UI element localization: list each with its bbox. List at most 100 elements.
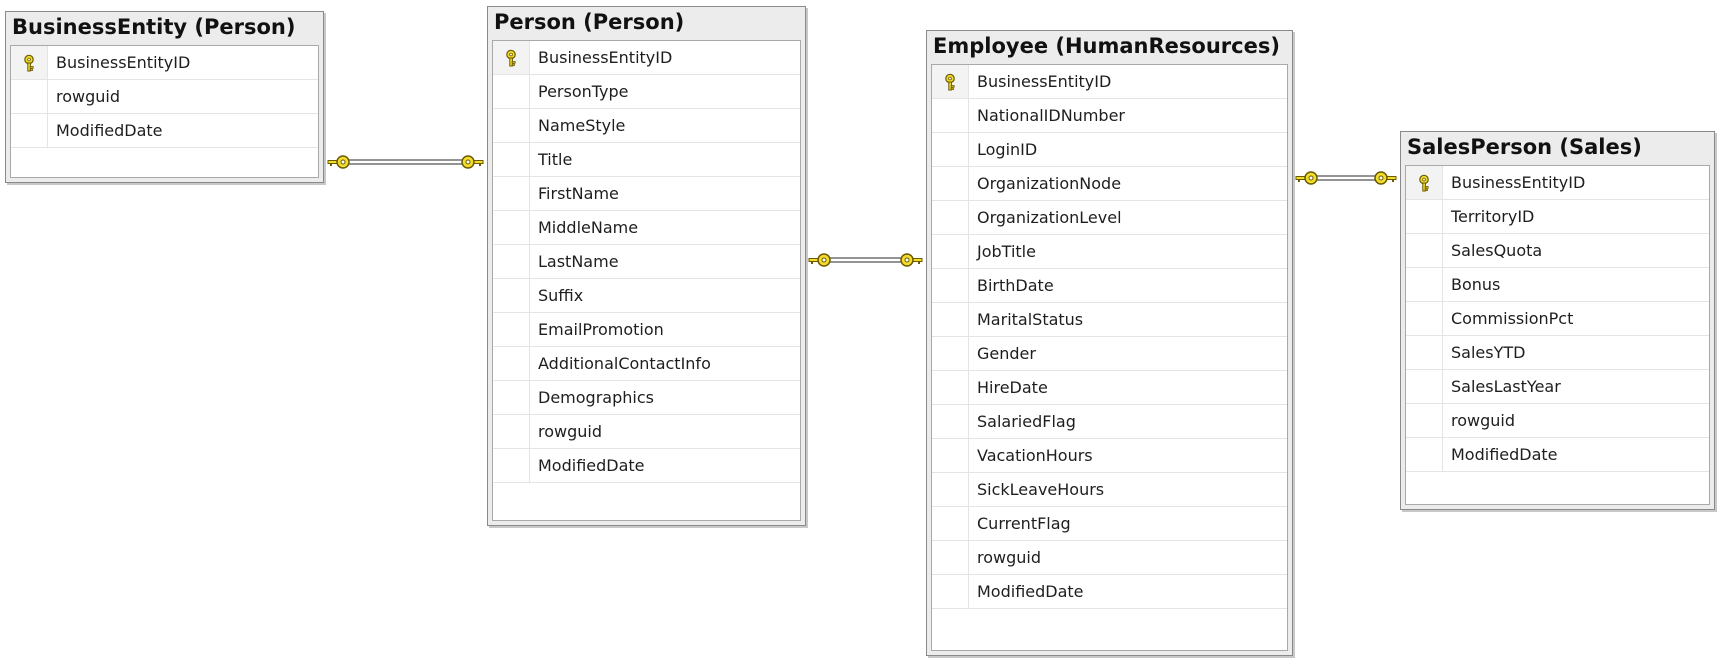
row-selector[interactable] xyxy=(493,245,530,278)
column-row[interactable]: rowguid xyxy=(493,415,800,449)
row-selector[interactable] xyxy=(493,313,530,346)
row-selector[interactable] xyxy=(932,201,969,234)
column-row[interactable]: EmailPromotion xyxy=(493,313,800,347)
column-row[interactable]: Demographics xyxy=(493,381,800,415)
row-selector[interactable] xyxy=(932,167,969,200)
column-row[interactable]: BusinessEntityID xyxy=(493,41,800,75)
row-selector[interactable] xyxy=(493,381,530,414)
row-selector[interactable] xyxy=(493,109,530,142)
column-name: LoginID xyxy=(977,140,1038,159)
column-row[interactable]: HireDate xyxy=(932,371,1287,405)
row-selector[interactable] xyxy=(932,133,969,166)
column-row[interactable]: rowguid xyxy=(11,80,318,114)
table-title[interactable]: Person (Person) xyxy=(494,10,685,34)
column-row[interactable]: LastName xyxy=(493,245,800,279)
column-row[interactable]: TerritoryID xyxy=(1406,200,1709,234)
row-selector[interactable] xyxy=(932,303,969,336)
row-selector[interactable] xyxy=(1406,370,1443,403)
column-row[interactable]: Bonus xyxy=(1406,268,1709,302)
column-row[interactable]: Suffix xyxy=(493,279,800,313)
column-row[interactable]: CommissionPct xyxy=(1406,302,1709,336)
column-row[interactable]: SalariedFlag xyxy=(932,405,1287,439)
column-row[interactable]: LoginID xyxy=(932,133,1287,167)
row-selector[interactable] xyxy=(1406,404,1443,437)
row-selector[interactable] xyxy=(11,46,48,79)
column-row[interactable]: rowguid xyxy=(1406,404,1709,438)
column-row[interactable]: NameStyle xyxy=(493,109,800,143)
relationship-connector[interactable] xyxy=(808,253,923,267)
row-selector[interactable] xyxy=(932,507,969,540)
column-row[interactable]: ModifiedDate xyxy=(932,575,1287,609)
primary-key-icon xyxy=(502,49,520,67)
row-selector[interactable] xyxy=(1406,336,1443,369)
column-row[interactable]: Title xyxy=(493,143,800,177)
column-row[interactable]: VacationHours xyxy=(932,439,1287,473)
row-selector[interactable] xyxy=(932,337,969,370)
row-selector[interactable] xyxy=(932,269,969,302)
column-row[interactable]: SalesQuota xyxy=(1406,234,1709,268)
row-selector[interactable] xyxy=(493,415,530,448)
row-selector[interactable] xyxy=(932,371,969,404)
row-selector[interactable] xyxy=(493,177,530,210)
column-row[interactable]: JobTitle xyxy=(932,235,1287,269)
row-selector[interactable] xyxy=(1406,268,1443,301)
column-row[interactable]: SalesLastYear xyxy=(1406,370,1709,404)
column-row[interactable]: PersonType xyxy=(493,75,800,109)
column-row[interactable]: FirstName xyxy=(493,177,800,211)
row-selector[interactable] xyxy=(932,439,969,472)
relationship-key-icon xyxy=(900,253,923,267)
row-selector[interactable] xyxy=(493,75,530,108)
column-row[interactable]: MaritalStatus xyxy=(932,303,1287,337)
column-row[interactable]: SickLeaveHours xyxy=(932,473,1287,507)
column-row[interactable]: BusinessEntityID xyxy=(11,46,318,80)
row-selector[interactable] xyxy=(1406,234,1443,267)
relationship-key-icon xyxy=(327,155,350,169)
table-employee[interactable]: Employee (HumanResources) BusinessEntity… xyxy=(926,30,1293,656)
column-name: TerritoryID xyxy=(1451,207,1535,226)
column-row[interactable]: ModifiedDate xyxy=(493,449,800,483)
table-sales-person[interactable]: SalesPerson (Sales) BusinessEntityID Terr… xyxy=(1400,131,1715,510)
column-row[interactable]: BusinessEntityID xyxy=(1406,166,1709,200)
column-row[interactable]: BirthDate xyxy=(932,269,1287,303)
row-selector[interactable] xyxy=(1406,302,1443,335)
table-title[interactable]: Employee (HumanResources) xyxy=(933,34,1280,58)
column-name: Suffix xyxy=(538,286,584,305)
row-selector[interactable] xyxy=(493,347,530,380)
row-selector[interactable] xyxy=(1406,166,1443,199)
table-title[interactable]: SalesPerson (Sales) xyxy=(1407,135,1642,159)
row-selector[interactable] xyxy=(493,211,530,244)
row-selector[interactable] xyxy=(493,279,530,312)
row-selector[interactable] xyxy=(932,235,969,268)
row-selector[interactable] xyxy=(1406,200,1443,233)
row-selector[interactable] xyxy=(493,41,530,74)
column-row[interactable]: AdditionalContactInfo xyxy=(493,347,800,381)
row-selector[interactable] xyxy=(493,449,530,482)
column-row[interactable]: Gender xyxy=(932,337,1287,371)
column-row[interactable]: BusinessEntityID xyxy=(932,65,1287,99)
row-selector[interactable] xyxy=(932,473,969,506)
column-row[interactable]: OrganizationNode xyxy=(932,167,1287,201)
table-business-entity[interactable]: BusinessEntity (Person) BusinessEntityID… xyxy=(5,11,324,183)
row-selector[interactable] xyxy=(932,99,969,132)
column-row[interactable]: NationalIDNumber xyxy=(932,99,1287,133)
column-name: Bonus xyxy=(1451,275,1501,294)
table-title[interactable]: BusinessEntity (Person) xyxy=(12,15,296,39)
column-row[interactable]: OrganizationLevel xyxy=(932,201,1287,235)
relationship-connector[interactable] xyxy=(1295,171,1397,185)
row-selector[interactable] xyxy=(11,80,48,113)
column-row[interactable]: MiddleName xyxy=(493,211,800,245)
row-selector[interactable] xyxy=(932,65,969,98)
column-row[interactable]: CurrentFlag xyxy=(932,507,1287,541)
relationship-connector[interactable] xyxy=(327,155,484,169)
row-selector[interactable] xyxy=(1406,438,1443,471)
column-row[interactable]: SalesYTD xyxy=(1406,336,1709,370)
row-selector[interactable] xyxy=(11,114,48,147)
column-row[interactable]: rowguid xyxy=(932,541,1287,575)
row-selector[interactable] xyxy=(932,541,969,574)
row-selector[interactable] xyxy=(493,143,530,176)
row-selector[interactable] xyxy=(932,575,969,608)
column-row[interactable]: ModifiedDate xyxy=(11,114,318,148)
row-selector[interactable] xyxy=(932,405,969,438)
column-row[interactable]: ModifiedDate xyxy=(1406,438,1709,472)
